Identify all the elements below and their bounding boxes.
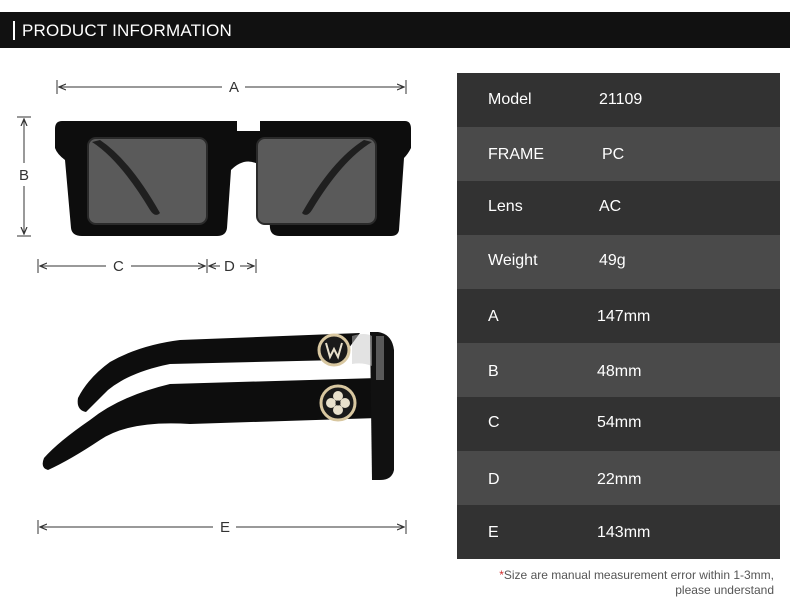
dimension-label-a: A (229, 79, 239, 96)
spec-value: 147mm (597, 308, 651, 325)
sunglasses-front-view (55, 121, 411, 236)
dimension-b: B (17, 116, 31, 237)
spec-row-lens: Lens AC (457, 181, 780, 235)
dimension-a: A (56, 79, 407, 96)
section-header: PRODUCT INFORMATION (0, 12, 790, 48)
section-title: PRODUCT INFORMATION (22, 21, 232, 40)
note-line-2: please understand (675, 583, 774, 597)
spec-label: FRAME (488, 146, 544, 163)
dimension-c: C (37, 258, 208, 275)
dimension-label-e: E (220, 519, 230, 536)
dimension-e: E (37, 519, 407, 536)
spec-row-model: Model 21109 (457, 73, 780, 127)
measurement-note: *Size are manual measurement error withi… (499, 568, 774, 598)
note-line-1: Size are manual measurement error within… (503, 568, 774, 582)
spec-value: 49g (599, 252, 626, 269)
spec-label: Weight (488, 252, 538, 269)
spec-row-c: C 54mm (457, 397, 780, 451)
spec-label: Lens (488, 198, 523, 215)
spec-row-weight: Weight 49g (457, 235, 780, 289)
spec-label: B (488, 363, 499, 380)
spec-label: Model (488, 91, 532, 108)
spec-value: 48mm (597, 363, 642, 380)
spec-value: 54mm (597, 414, 642, 431)
spec-row-d: D 22mm (457, 451, 780, 505)
spec-value: 143mm (597, 524, 651, 541)
spec-label: D (488, 471, 500, 488)
spec-row-a: A 147mm (457, 289, 780, 343)
spec-value: 21109 (599, 91, 643, 108)
note-asterisk: * (499, 568, 504, 582)
spec-value: 22mm (597, 471, 642, 488)
spec-label: A (488, 308, 499, 325)
spec-value: PC (602, 146, 625, 163)
spec-row-frame: FRAME PC (457, 127, 780, 181)
spec-row-e: E 143mm (457, 505, 780, 559)
dimension-label-c: C (113, 258, 124, 275)
spec-table: Model 21109 FRAME PC Lens AC Weight 49g … (457, 73, 780, 559)
dimension-label-d: D (224, 258, 235, 275)
spec-label: C (488, 414, 500, 431)
sunglasses-side-view (42, 332, 394, 480)
spec-row-b: B 48mm (457, 343, 780, 397)
spec-value: AC (599, 198, 622, 215)
dimension-label-b: B (19, 167, 29, 184)
dimension-d: D (209, 258, 257, 275)
spec-label: E (488, 524, 499, 541)
header-accent-bar (13, 21, 15, 40)
